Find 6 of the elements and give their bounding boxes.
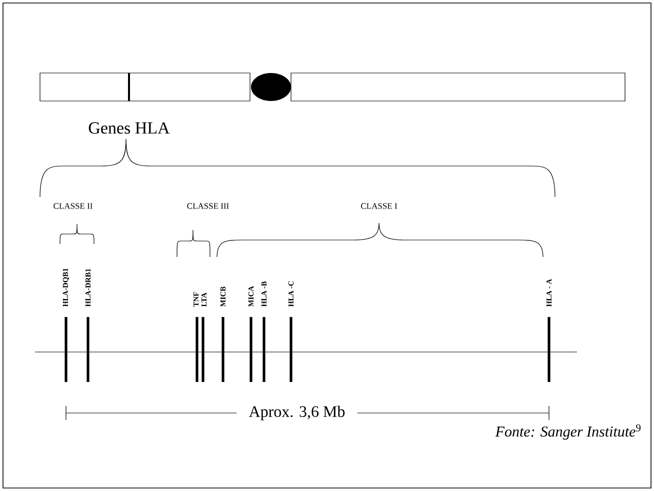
class-label: CLASSE II xyxy=(54,203,92,209)
caption: Fonte: Sanger Institute$^{9}$ xyxy=(495,424,641,440)
class-label: CLASSE I xyxy=(361,203,397,209)
class-label: CLASSE III xyxy=(187,203,229,209)
heading: Genes HLA xyxy=(88,122,170,134)
dimension-label: Aprox. 3,6 Mb xyxy=(236,402,358,424)
